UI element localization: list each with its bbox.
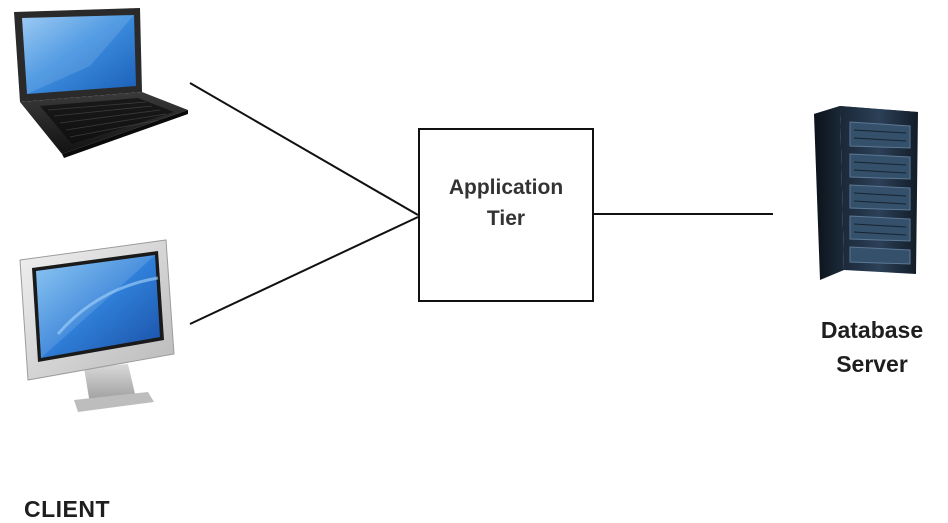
application-tier-label-text: Application Tier bbox=[448, 176, 564, 230]
desktop-to-tier-connector bbox=[189, 216, 419, 325]
server-rack-icon bbox=[814, 106, 918, 280]
laptop-icon bbox=[14, 8, 188, 158]
laptop-to-tier-connector bbox=[189, 82, 419, 216]
desktop-monitor-icon bbox=[19, 239, 175, 412]
database-server-label: Database Server bbox=[820, 317, 924, 377]
client-label: CLIENT bbox=[24, 496, 111, 522]
application-tier-label: Application Tier bbox=[431, 172, 581, 234]
application-tier-box: Application Tier bbox=[418, 128, 594, 302]
